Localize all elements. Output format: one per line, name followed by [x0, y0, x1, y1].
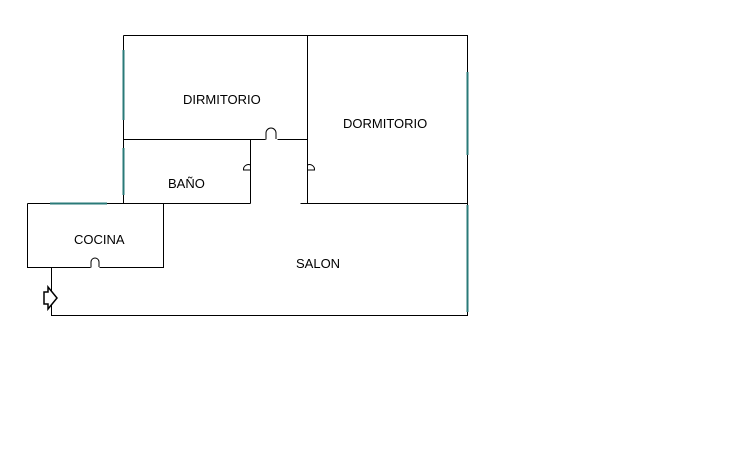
entrance-arrow-icon [43, 284, 58, 312]
room-label-salon: SALON [296, 256, 340, 271]
room-label-cocina: COCINA [74, 232, 125, 247]
walls [27, 35, 468, 316]
room-label-bano: BAÑO [168, 176, 205, 191]
door-dormitorio2 [307, 164, 315, 171]
windows [50, 50, 469, 312]
room-label-dirmitorio: DIRMITORIO [183, 92, 261, 107]
door-bano [243, 164, 251, 171]
door-cocina [90, 257, 100, 268]
doors [90, 127, 315, 268]
room-label-dormitorio: DORMITORIO [343, 116, 427, 131]
door-dormitorio [265, 127, 277, 140]
